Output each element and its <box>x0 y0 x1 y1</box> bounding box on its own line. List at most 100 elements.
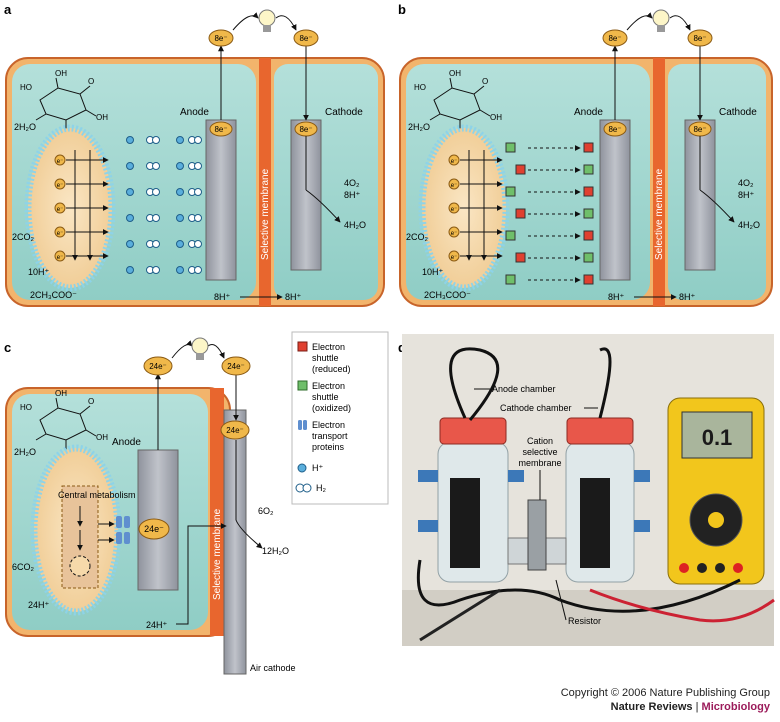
electron-label: e⁻ <box>451 255 458 261</box>
panel-a-h-plus: 8H⁺ <box>344 190 361 200</box>
footer: Copyright © 2006 Nature Publishing Group… <box>561 686 770 714</box>
panel-b-h-plus: 8H⁺ <box>738 190 755 200</box>
h-plus-icon <box>176 188 184 196</box>
shuttle-oxidized-icon <box>505 142 516 153</box>
h-plus-icon <box>176 136 184 144</box>
h2-icon <box>152 266 160 274</box>
multimeter <box>667 397 765 585</box>
panel-b-protons: 10H⁺ <box>422 267 444 277</box>
panel-c-protons: 24H⁺ <box>28 600 50 610</box>
metabolic-cycle-icon <box>69 555 91 577</box>
wires <box>416 347 775 642</box>
shuttle-oxidized-icon <box>505 230 516 241</box>
panel-a-anode-electrons <box>209 121 233 137</box>
light-bulb-icon <box>652 9 670 32</box>
h2-icon <box>194 162 202 170</box>
panel-a-cathode-label: Cathode <box>325 107 363 118</box>
panel-c-cathode-e-label: 24e⁻ <box>226 426 244 435</box>
h-plus-icon <box>126 266 134 274</box>
panel-a-electron-group: e⁻e⁻e⁻e⁻e⁻ <box>54 154 109 262</box>
copyright: Copyright © 2006 Nature Publishing Group <box>560 687 770 699</box>
h-plus-icon <box>176 266 184 274</box>
panel-c-co2: 6CO₂ <box>12 562 35 572</box>
shuttle-oxidized-icon <box>583 252 594 263</box>
journal-name: Microbiology <box>701 701 770 713</box>
electron-icon <box>448 178 460 190</box>
shuttle-oxidized-icon <box>505 274 516 285</box>
anode-chamber-label: Anode chamber <box>492 384 556 394</box>
panel-c-flow-right <box>221 356 251 376</box>
electron-label: e⁻ <box>57 255 64 261</box>
panel-a-arc-left <box>232 12 259 31</box>
panel-a-anode-e-label: 8e⁻ <box>214 125 227 134</box>
glucose-molecule <box>35 77 97 130</box>
panel-b-co2: 2CO₂ <box>406 232 429 242</box>
panel-a-letter: a <box>4 2 12 17</box>
h-plus-icon <box>126 188 134 196</box>
h2-icon <box>152 136 160 144</box>
cathode-chamber-label: Cathode chamber <box>500 403 572 413</box>
electron-icon <box>54 178 66 190</box>
panel-d: d <box>398 334 775 646</box>
panel-a: a Selective membrane HO OH O OH OH 2H₂O … <box>4 2 385 307</box>
oh-label: OH <box>55 69 67 78</box>
shuttle-reduced-icon <box>515 208 526 219</box>
panel-b-o2: 4O₂ <box>738 178 754 188</box>
electron-label: e⁻ <box>451 159 458 165</box>
electron-label: e⁻ <box>451 207 458 213</box>
meter-reading: 0.1 <box>702 425 733 450</box>
cathode-bottle <box>565 417 650 583</box>
panel-b-reduction-arrow <box>699 189 735 223</box>
panel-b-arc-right <box>669 15 691 31</box>
electron-icon <box>54 154 66 166</box>
shuttle-reduced-icon <box>297 341 308 352</box>
h2-icon <box>194 266 202 274</box>
oh-label: OH <box>96 433 108 442</box>
membrane-clamp <box>507 499 567 571</box>
panel-c-letter: c <box>4 340 11 355</box>
panel-b-acetate: 2CH₃COO⁻ <box>424 290 471 300</box>
electron-icon <box>448 226 460 238</box>
panel-b-anode-label: Anode <box>574 107 603 118</box>
panel-c-anode-e-label: 24e⁻ <box>144 524 164 534</box>
panel-a-o2: 4O₂ <box>344 178 360 188</box>
panel-b-water: 2H₂O <box>408 122 430 132</box>
panel-a-flow-left <box>208 29 234 47</box>
panel-b-flow-right <box>687 29 713 47</box>
h2-icon <box>194 136 202 144</box>
panel-a-cathode-e-label: 8e⁻ <box>299 125 312 134</box>
electron-icon <box>54 226 66 238</box>
panel-a-anode-label: Anode <box>180 107 209 118</box>
oh-label: HO <box>414 83 426 92</box>
panel-b-membrane-label: Selective membrane <box>654 168 665 260</box>
panel-a-ion-dots <box>126 136 202 274</box>
panel-b: b Selective membrane HO OH O OH OH 2H₂O … <box>398 2 773 307</box>
panel-c-o2: 6O₂ <box>258 506 274 516</box>
panel-b-cathode-e-label: 8e⁻ <box>693 125 706 134</box>
h-plus-icon <box>126 136 134 144</box>
panel-a-flow-right-label: 8e⁻ <box>299 34 312 43</box>
panel-c-air-cathode <box>223 409 247 675</box>
shuttle-reduced-icon <box>515 252 526 263</box>
electron-label: e⁻ <box>57 231 64 237</box>
h-plus-icon <box>176 162 184 170</box>
h2-icon <box>194 188 202 196</box>
panel-c-arc-left <box>171 340 193 359</box>
glucose-molecule <box>429 77 491 130</box>
h-plus-icon <box>126 214 134 222</box>
shuttle-reduced-icon <box>583 142 594 153</box>
panel-b-anode <box>599 119 631 281</box>
panel-b-flow-right-label: 8e⁻ <box>693 34 706 43</box>
oh-label: OH <box>490 113 502 122</box>
panel-b-metabolism-arrows <box>466 150 487 261</box>
resistor-label: Resistor <box>568 616 601 626</box>
panel-b-arc-left <box>626 12 653 31</box>
publisher-brand: Nature Reviews <box>610 701 693 713</box>
shuttle-reduced-icon <box>583 230 594 241</box>
panel-a-cathode-chamber <box>274 64 378 300</box>
h-plus-icon <box>126 162 134 170</box>
